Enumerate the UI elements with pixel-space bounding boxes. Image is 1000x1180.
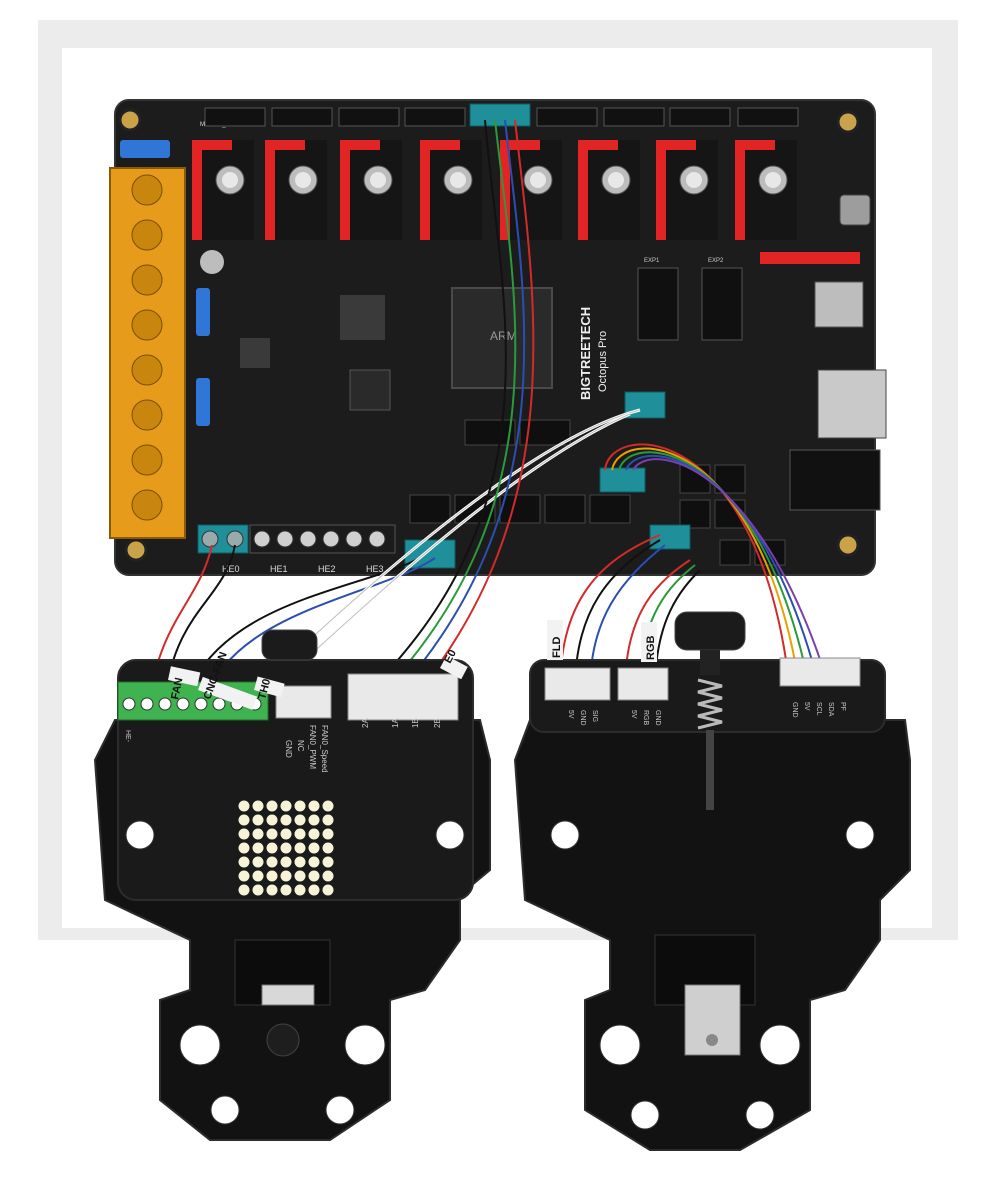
sensor-gnd-silk: GND [791, 702, 798, 718]
usb-a-port [817, 369, 887, 439]
mount-hole [836, 533, 860, 557]
mount-hole [836, 110, 860, 134]
rgb-5v-silk: 5V [630, 710, 637, 719]
2b-silk: 2B [433, 718, 442, 728]
fld-sig-silk: SIG [591, 710, 598, 722]
wire-motor-red [419, 119, 535, 691]
fuse [196, 378, 210, 426]
mount-hole [124, 538, 148, 562]
exp2-label: EXP2 [708, 258, 724, 264]
right-knob [674, 611, 746, 651]
exp1-header [637, 267, 679, 341]
led-matrix [238, 800, 334, 896]
heater-terminals [197, 524, 396, 554]
1a-silk: 1A [391, 718, 400, 728]
2a-silk: 2A [361, 718, 370, 728]
exp1-label: EXP1 [644, 258, 660, 264]
fan-pwm-silk: FAN0_PWM [308, 725, 317, 769]
capacitor [200, 250, 224, 274]
power-terminal-block [109, 167, 186, 539]
wire-motor-blue [399, 119, 526, 691]
mcu-chip [451, 287, 553, 389]
he1-label: HE1 [270, 564, 288, 574]
th0-tag: TH0 [256, 678, 273, 701]
motor-connector [347, 673, 459, 721]
exp2-header [701, 267, 743, 341]
sensor-connector [779, 657, 861, 687]
sensor-scl-silk: SCL [815, 702, 822, 716]
wire-tags-right: FLD RGB [547, 620, 657, 662]
rgb-tag: RGB [645, 636, 657, 661]
mainboard: MOTOR_POWER [109, 99, 887, 576]
e0-tag: E0 [442, 648, 459, 666]
ethernet-port [789, 449, 881, 511]
wire-motor-black [369, 119, 507, 691]
rgb-rgb-silk: RGB [642, 710, 649, 726]
teal-sensor-connector [599, 467, 646, 493]
latch-plate [261, 984, 315, 1006]
spring [697, 678, 723, 730]
1b-silk: 1B [411, 718, 420, 728]
center-screw [266, 1023, 300, 1057]
rgb-connector [617, 667, 669, 701]
fld-tag: FLD [551, 637, 563, 658]
buzzer [340, 295, 385, 340]
left-toolboard: GND NC FAN0_PWM FAN0_Speed 2A 1A 1B 2B H… [93, 629, 491, 1141]
sensor-sda-silk: SDA [827, 702, 834, 717]
nc-silk: NC [296, 740, 305, 752]
teal-probe-connector [624, 391, 666, 419]
fld-gnd-silk: GND [579, 710, 586, 726]
sensor-5v-silk: 5V [803, 702, 810, 711]
model-text: Octopus Pro [597, 331, 609, 392]
mount-hole [118, 108, 142, 132]
he-minus-silk: HE- [124, 730, 131, 743]
mcu-label: ARM [490, 329, 517, 343]
fld-5v-silk: 5V [567, 710, 574, 719]
he2-label: HE2 [318, 564, 336, 574]
gnd-silk: GND [284, 740, 293, 758]
left-knob [261, 629, 318, 661]
red-header-strip [760, 252, 860, 264]
he0-label: HE0 [222, 564, 240, 574]
usb-c-port [839, 194, 871, 226]
driver-slots [192, 140, 797, 240]
sd-card-slot [814, 281, 864, 328]
rgb-gnd-silk: GND [654, 710, 661, 726]
chip [349, 369, 391, 411]
brand-text: BIGTREETECH [578, 307, 593, 400]
fan-connector [275, 685, 332, 719]
fld-connector [544, 667, 611, 701]
fan-speed-silk: FAN0_Speed [320, 725, 329, 773]
sensor-pf-silk: PF [839, 702, 846, 711]
power-fuse [120, 140, 170, 158]
he3-label: HE3 [366, 564, 384, 574]
right-toolboard: 5V GND SIG 5V RGB GND GND 5V SCL SDA PF [513, 611, 911, 1151]
fan-tag: FAN [169, 677, 185, 701]
fuse [196, 288, 210, 336]
wire-motor-green [384, 119, 517, 691]
teal-motor-connector [469, 103, 531, 127]
inductor [240, 338, 270, 368]
